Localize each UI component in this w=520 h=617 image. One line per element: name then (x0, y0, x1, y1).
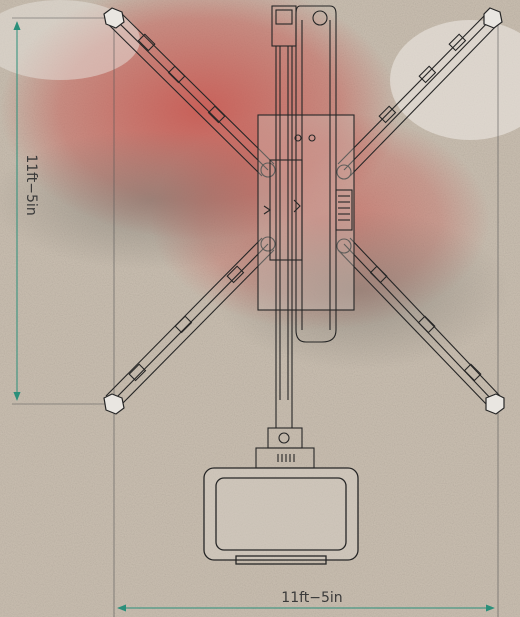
outrigger-top-left (105, 11, 276, 178)
outrigger-top-right (336, 11, 501, 180)
height-dimension-label: 11ft−5in (23, 154, 39, 215)
platform-rotator (255, 427, 315, 469)
outrigger-arms (105, 11, 501, 407)
chassis (257, 114, 355, 311)
dimension-lines (12, 17, 499, 617)
pad-top-right (483, 7, 503, 29)
outrigger-pads (103, 7, 505, 415)
outrigger-bottom-left (105, 236, 276, 407)
width-dimension-label: 11ft−5in (281, 590, 342, 606)
pad-bottom-right (485, 393, 505, 415)
work-platform-basket (203, 467, 359, 565)
pad-bottom-left (103, 393, 125, 415)
boom (271, 5, 297, 429)
pad-top-left (103, 7, 125, 29)
outrigger-bottom-right (336, 237, 501, 407)
